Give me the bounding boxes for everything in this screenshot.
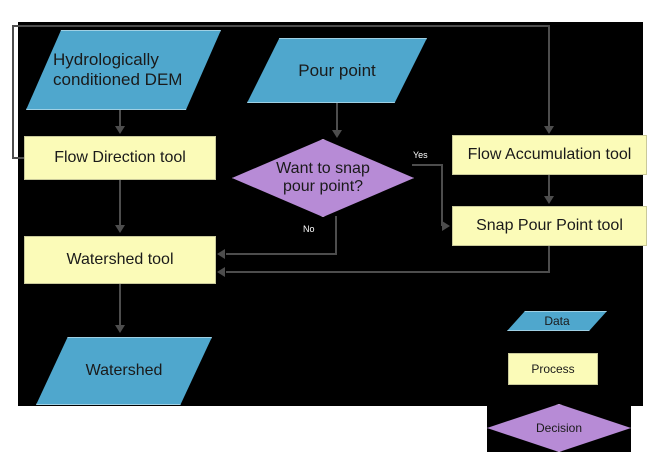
node-label: Want to snap pour point?: [276, 159, 370, 195]
node-hydrologically-conditioned-dem[interactable]: Hydrologically conditioned DEM: [26, 30, 221, 110]
node-watershed-output[interactable]: Watershed: [36, 337, 212, 405]
node-label: Pour point: [298, 60, 376, 80]
edge-decision-no-run: [226, 253, 336, 255]
edge-flow-direction-to-accumulation-top-run: [12, 25, 550, 27]
edge-dem-to-flow-direction-arrowhead: [115, 126, 125, 134]
branch-label-yes: Yes: [413, 150, 428, 160]
node-label: Flow Direction tool: [54, 149, 186, 166]
node-snap-pour-point-tool[interactable]: Snap Pour Point tool: [452, 206, 647, 246]
edge-decision-no-drop: [335, 216, 337, 255]
legend-item-label: Data: [544, 314, 570, 328]
edge-watershed-tool-to-watershed-line: [119, 284, 121, 326]
edge-flow-direction-to-accumulation-drop: [548, 25, 550, 127]
branch-label-no: No: [303, 224, 315, 234]
edge-dem-to-flow-direction-line: [119, 110, 121, 128]
edge-flow-direction-to-accumulation-stub: [12, 157, 26, 159]
edge-decision-no-arrowhead: [217, 249, 225, 259]
node-flow-accumulation-tool[interactable]: Flow Accumulation tool: [452, 135, 647, 175]
legend-item-process: Process: [508, 353, 598, 385]
edge-pour-point-to-decision-line: [336, 103, 338, 131]
edge-pour-point-to-decision-arrowhead: [332, 130, 342, 138]
node-label: Watershed tool: [66, 251, 174, 268]
edge-snap-to-watershed-run: [226, 271, 549, 273]
edge-decision-yes-arrowhead: [442, 221, 450, 231]
node-flow-direction-tool[interactable]: Flow Direction tool: [24, 136, 216, 180]
edge-flow-direction-to-watershed-line: [119, 180, 121, 226]
legend-item-label: Process: [531, 362, 575, 376]
edge-accumulation-to-snap-arrowhead: [544, 196, 554, 204]
edge-snap-to-watershed-drop: [548, 246, 550, 273]
edge-flow-direction-to-accumulation-left-riser: [12, 25, 14, 159]
node-label: Flow Accumulation tool: [467, 146, 632, 163]
legend-item-label: Decision: [535, 421, 583, 435]
node-label: Watershed: [85, 362, 163, 379]
legend-item-data: Data: [507, 311, 607, 331]
node-label: Snap Pour Point tool: [476, 217, 623, 234]
node-watershed-tool[interactable]: Watershed tool: [24, 236, 216, 284]
edge-decision-yes-drop: [441, 164, 443, 226]
edge-snap-to-watershed-arrowhead: [217, 267, 225, 277]
edge-watershed-tool-to-watershed-arrowhead: [115, 325, 125, 333]
edge-accumulation-to-snap-line: [548, 175, 550, 197]
node-pour-point[interactable]: Pour point: [247, 38, 427, 103]
edge-flow-direction-to-watershed-arrowhead: [115, 225, 125, 233]
node-label: Hydrologically conditioned DEM: [53, 50, 183, 89]
edge-decision-yes-run: [412, 164, 443, 166]
edge-flow-direction-to-accumulation-arrowhead: [544, 126, 554, 134]
